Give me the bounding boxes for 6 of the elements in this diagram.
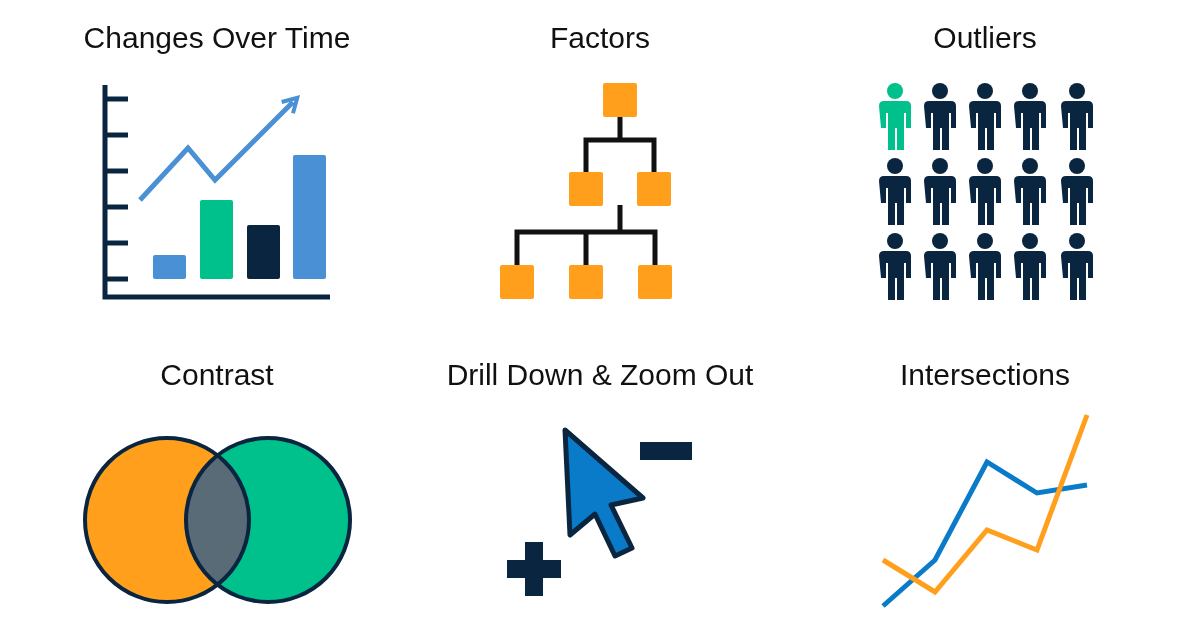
icon-caption: Contrast [160,357,274,393]
icon-caption: Outliers [933,20,1037,56]
icon-caption: Factors [550,20,650,56]
icon-caption: Changes Over Time [83,20,351,56]
icon-caption: Intersections [899,357,1071,393]
icon-caption: Drill Down & Zoom Out [446,357,754,393]
